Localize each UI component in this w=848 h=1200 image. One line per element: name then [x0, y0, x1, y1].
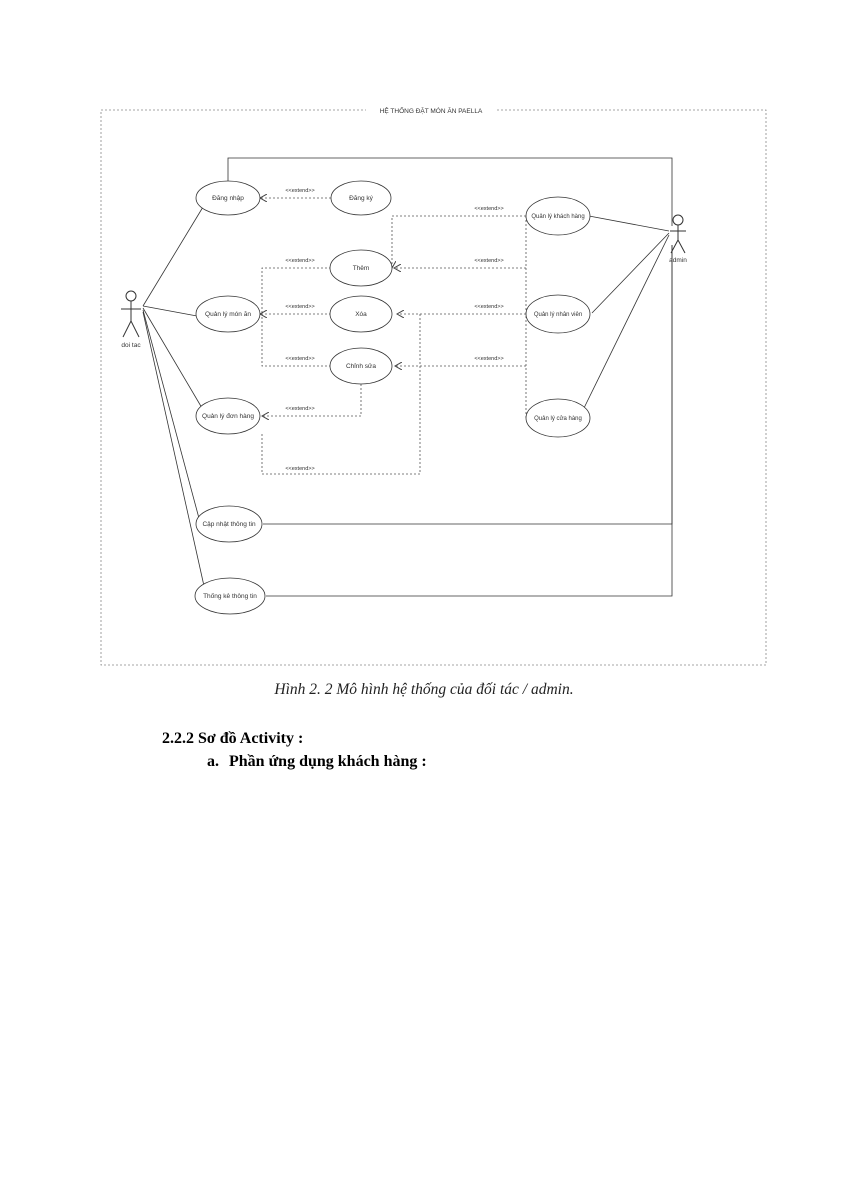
- use-case-register-label: Đăng ký: [349, 195, 374, 202]
- use-cases: Đăng nhập Đăng ký Thêm Xóa Chỉnh sửa Quả…: [194, 180, 591, 615]
- extend-label: <<extend>>: [474, 258, 503, 264]
- section-heading: 2.2.2 Sơ đồ Activity :: [162, 730, 304, 747]
- use-case-login: Đăng nhập: [195, 180, 261, 216]
- use-case-edit-label: Chỉnh sửa: [346, 362, 376, 370]
- use-case-manage-staff: Quản lý nhân viên: [525, 294, 591, 334]
- system-title: HỆ THỐNG ĐẶT MÓN ĂN PAELLA: [380, 105, 483, 115]
- use-case-manage-orders-label: Quản lý đơn hàng: [202, 413, 254, 420]
- extend-relations: [260, 198, 527, 475]
- extend-label: <<extend>>: [285, 304, 314, 310]
- sub-heading-text: Phần ứng dụng khách hàng :: [229, 753, 427, 770]
- sub-heading: a. Phần ứng dụng khách hàng :: [207, 753, 427, 771]
- use-case-update-info-label: Cập nhật thông tin: [202, 521, 256, 528]
- use-case-manage-dishes: Quản lý món ăn: [195, 295, 261, 333]
- use-case-manage-dishes-label: Quản lý món ăn: [205, 311, 251, 318]
- extend-label: <<extend>>: [285, 258, 314, 264]
- use-case-stats-info-label: Thống kê thông tin: [203, 591, 257, 600]
- use-case-manage-stores: Quản lý cửa hàng: [525, 398, 591, 438]
- use-case-manage-customers-label: Quản lý khách hàng: [531, 214, 584, 220]
- use-case-login-label: Đăng nhập: [212, 195, 244, 202]
- use-case-delete-label: Xóa: [355, 311, 367, 318]
- sub-heading-marker: a.: [207, 753, 219, 770]
- extend-label: <<extend>>: [474, 206, 503, 212]
- associations: [142, 157, 673, 597]
- use-case-diagram: HỆ THỐNG ĐẶT MÓN ĂN PAELLA doi tac admin: [100, 104, 767, 666]
- extend-label: <<extend>>: [285, 406, 314, 412]
- actor-partner: [121, 290, 141, 338]
- use-case-manage-staff-label: Quản lý nhân viên: [534, 312, 582, 318]
- use-case-add-label: Thêm: [353, 265, 370, 272]
- extend-label: <<extend>>: [285, 466, 314, 472]
- extend-label: <<extend>>: [285, 188, 314, 194]
- use-case-manage-orders: Quản lý đơn hàng: [195, 397, 261, 435]
- use-case-update-info: Cập nhật thông tin: [195, 505, 263, 543]
- use-case-delete: Xóa: [329, 295, 393, 333]
- use-case-manage-stores-label: Quản lý cửa hàng: [534, 415, 582, 422]
- figure-caption: Hình 2. 2 Mô hình hệ thống của đối tác /…: [274, 681, 574, 698]
- use-case-stats-info: Thống kê thông tin: [194, 577, 266, 615]
- use-case-add: Thêm: [329, 249, 393, 287]
- extend-labels: <<extend>> <<extend>> <<extend>> <<exten…: [285, 188, 503, 472]
- extend-label: <<extend>>: [474, 356, 503, 362]
- system-boundary: HỆ THỐNG ĐẶT MÓN ĂN PAELLA: [100, 104, 767, 666]
- use-case-register: Đăng ký: [330, 180, 392, 216]
- actor-admin-label: admin: [669, 257, 687, 264]
- extend-label: <<extend>>: [285, 356, 314, 362]
- extend-label: <<extend>>: [474, 304, 503, 310]
- use-case-manage-customers: Quản lý khách hàng: [525, 196, 591, 236]
- use-case-edit: Chỉnh sửa: [329, 347, 393, 385]
- actor-partner-label: doi tac: [121, 342, 141, 349]
